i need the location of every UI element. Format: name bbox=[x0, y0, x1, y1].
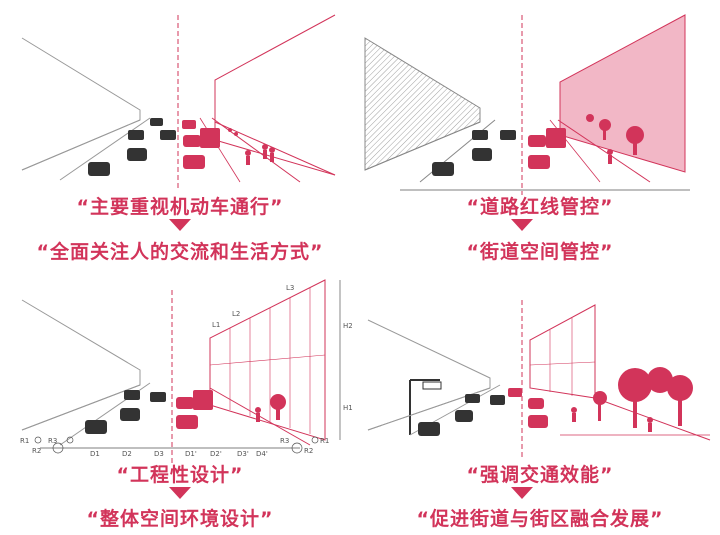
caption-bottom-panel-2: “街道空间管控” bbox=[466, 241, 614, 263]
traffic-light-icon bbox=[422, 381, 442, 390]
panel-road-redline-control bbox=[360, 0, 720, 195]
street-perspective-illustration bbox=[21, 279, 341, 465]
dimension-label-r3-left: R3 bbox=[48, 437, 58, 445]
car-icon bbox=[127, 148, 147, 161]
caption-top-panel-4: “强调交通效能” bbox=[466, 464, 614, 486]
dimension-label-h1: H1 bbox=[343, 404, 353, 412]
car-icon bbox=[183, 155, 205, 169]
street-perspective-illustration bbox=[367, 300, 711, 460]
dimension-label-l2: L2 bbox=[232, 310, 241, 318]
dimension-label-d2: D2 bbox=[122, 450, 132, 458]
dimension-label-h2: H2 bbox=[343, 322, 353, 330]
dimension-label-d1-prime: D1' bbox=[185, 450, 197, 458]
car-icon bbox=[160, 130, 176, 140]
car-icon bbox=[183, 135, 201, 147]
dimension-label-l3: L3 bbox=[286, 284, 295, 292]
down-arrow-icon bbox=[511, 219, 533, 231]
down-arrow-icon bbox=[169, 487, 191, 499]
caption-top-panel-1: “主要重视机动车通行” bbox=[76, 196, 284, 218]
dimension-label-r1-left: R1 bbox=[20, 437, 30, 445]
panel-engineering-design bbox=[0, 270, 360, 465]
caption-top-panel-3: “工程性设计” bbox=[116, 464, 244, 486]
panel-street-vehicle-focus bbox=[0, 0, 360, 190]
car-icon bbox=[182, 120, 196, 129]
dimension-label-r3-right: R3 bbox=[280, 437, 290, 445]
caption-bottom-panel-1: “全面关注人的交流和生活方式” bbox=[36, 241, 324, 263]
down-arrow-icon bbox=[511, 487, 533, 499]
dimension-label-d3-prime: D3' bbox=[237, 450, 249, 458]
caption-bottom-panel-3: “整体空间环境设计” bbox=[86, 508, 274, 530]
car-icon bbox=[150, 118, 163, 126]
caption-top-panel-2: “道路红线管控” bbox=[466, 196, 614, 218]
dimension-label-r1-right: R1 bbox=[320, 437, 330, 445]
dimension-label-d4-prime: D4' bbox=[256, 450, 268, 458]
dimension-label-d1: D1 bbox=[90, 450, 100, 458]
dimension-label-r2-left: R2 bbox=[32, 447, 42, 455]
street-perspective-illustration bbox=[364, 14, 690, 195]
car-icon bbox=[88, 162, 110, 176]
street-perspective-illustration bbox=[21, 14, 336, 190]
dimension-label-r2-right: R2 bbox=[304, 447, 314, 455]
bus-icon bbox=[200, 128, 220, 148]
down-arrow-icon bbox=[169, 219, 191, 231]
dimension-label-d2-prime: D2' bbox=[210, 450, 222, 458]
car-icon bbox=[128, 130, 144, 140]
panel-street-block-integration bbox=[360, 270, 720, 460]
dimension-label-d3: D3 bbox=[154, 450, 164, 458]
dimension-label-l1: L1 bbox=[212, 321, 221, 329]
caption-bottom-panel-4: “促进街道与街区融合发展” bbox=[416, 508, 664, 530]
